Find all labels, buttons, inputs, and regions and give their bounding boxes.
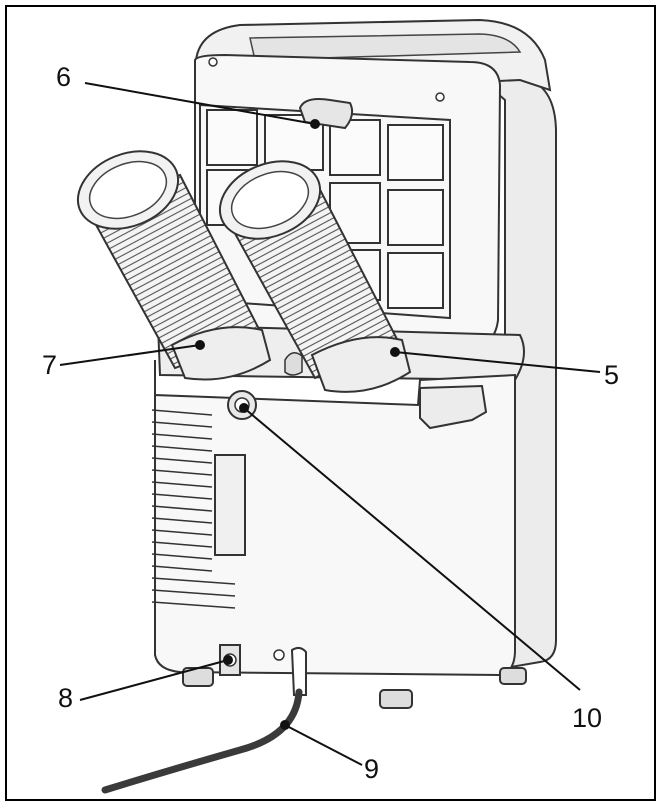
center-latch (284, 352, 303, 376)
leader-10 (243, 407, 581, 691)
leader-6 (84, 82, 316, 125)
leader-8 (79, 659, 229, 701)
caster (499, 667, 527, 685)
exhaust-hose-left (76, 150, 272, 381)
callout-5: 5 (604, 360, 620, 390)
leader-7 (59, 344, 201, 366)
screw (208, 57, 218, 67)
callout-9: 9 (364, 754, 380, 784)
side-handle (419, 384, 488, 430)
intake-hose-right (218, 160, 412, 393)
callout-6: 6 (56, 62, 72, 92)
cord-bracket (290, 646, 307, 696)
rear-vent (151, 409, 236, 609)
small-hole (273, 649, 285, 661)
leader-5 (394, 351, 601, 373)
leader-9 (284, 724, 363, 766)
callout-7: 7 (42, 350, 58, 380)
power-cord (101, 688, 303, 794)
callout-8: 8 (58, 683, 74, 713)
caster (379, 689, 413, 709)
leader-lines (59, 82, 601, 766)
filter-grid (206, 109, 444, 309)
top-ridge (249, 33, 522, 61)
vent-cover-plate (214, 454, 246, 556)
callout-10: 10 (572, 703, 603, 733)
screw (435, 92, 445, 102)
figure-border (5, 5, 656, 801)
